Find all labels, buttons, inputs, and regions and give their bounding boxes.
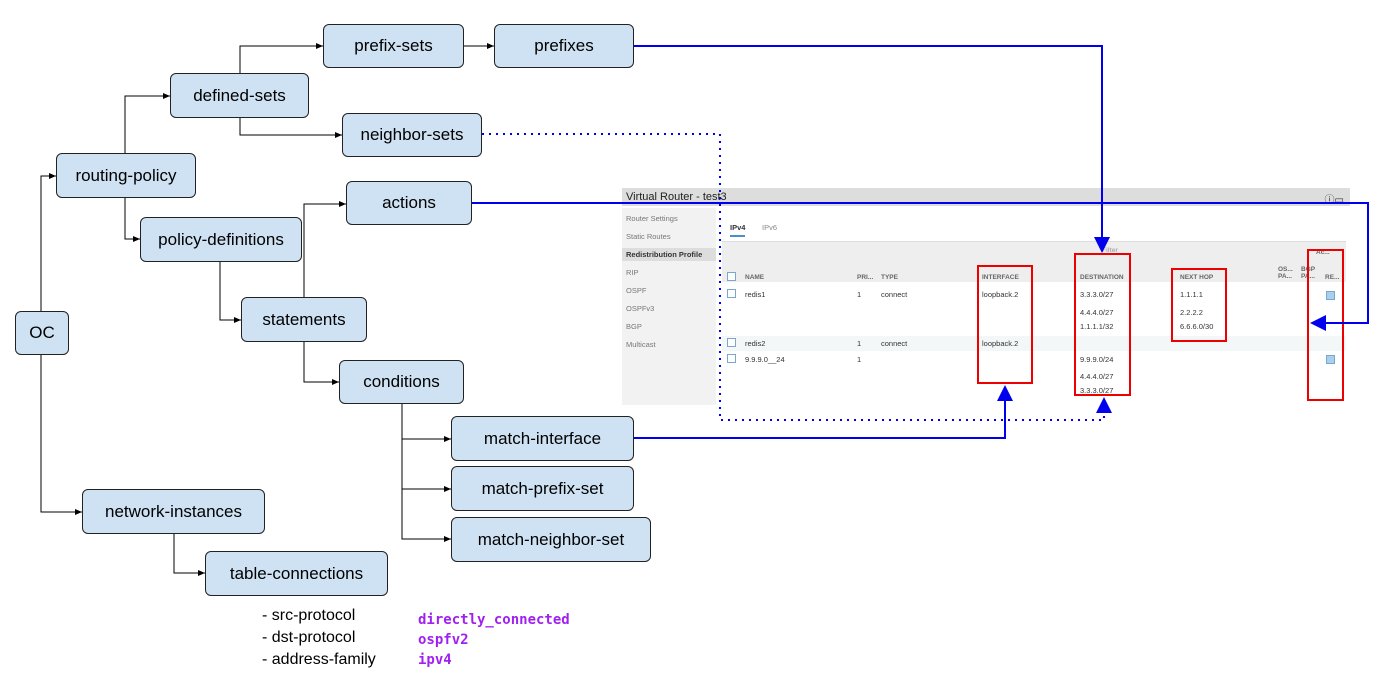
row-name: redis2 [745,339,766,348]
edge-ds-prefix-sets [239,43,323,73]
row-type: connect [881,290,908,299]
col-type[interactable]: TYPE [881,274,898,281]
node-policy-definitions: policy-definitions [140,217,302,262]
node-defined-sets: defined-sets [170,73,309,118]
node-match-interface: match-interface [451,416,634,461]
row-destination: 3.3.3.0/27 [1080,386,1114,395]
arrow-match-interface-to-interface [634,385,1013,439]
row-interface: loopback.2 [982,290,1019,299]
help-icon: ⓘ▭ [1324,195,1344,206]
highlight-next-hop [1171,268,1227,342]
sidebar-item-rip[interactable]: RIP [626,268,639,277]
node-actions: actions [346,181,472,225]
node-match-neighbor-set: match-neighbor-set [451,517,651,562]
note-src-protocol: - src-protocol [262,607,356,624]
col-os-pa[interactable]: OS... PA... [1278,266,1293,280]
col-name[interactable]: NAME [745,274,765,281]
node-network-instances: network-instances [82,489,265,534]
row-destination: 1.1.1.1/32 [1080,322,1114,331]
value-src-protocol: directly_connected [418,612,570,628]
row-destination: 4.4.4.0/27 [1080,372,1114,381]
tab-ipv4[interactable]: IPv4 [730,223,746,237]
node-routing-policy: routing-policy [56,153,196,198]
edge-st-actions [303,201,346,297]
row-priority: 1 [857,290,862,299]
row-type: connect [881,339,908,348]
sidebar-item-router-settings[interactable]: Router Settings [626,214,678,223]
edge-rp-policy-definitions [124,198,140,242]
arrow-neighbor-sets-to-destination [482,133,1112,421]
edge-ni-table-connections [173,534,205,576]
arrow-prefixes-to-destination [634,45,1110,253]
edge-rp-defined-sets [124,93,170,153]
sidebar: Router Settings Static Routes Redistribu… [622,208,716,405]
edge-ds-neighbor-sets [239,118,342,138]
row-next-hop: 2.2.2.2 [1180,308,1203,317]
node-conditions: conditions [339,360,464,404]
node-prefixes: prefixes [494,24,634,68]
node-match-prefix-set: match-prefix-set [451,466,634,511]
group-action: Ac... [1316,249,1330,256]
row-name: 9.9.9.0__24 [745,355,785,364]
tab-ipv6[interactable]: IPv6 [762,223,778,232]
row-checkbox[interactable] [727,338,736,347]
row-destination: 3.3.3.0/27 [1080,290,1114,299]
node-neighbor-sets: neighbor-sets [342,113,482,157]
sidebar-item-bgp[interactable]: BGP [626,322,642,331]
sidebar-item-ospfv3[interactable]: OSPFv3 [626,304,655,313]
sidebar-item-static-routes[interactable]: Static Routes [626,232,671,241]
value-address-family: ipv4 [418,652,452,668]
note-address-family: - address-family [262,651,376,668]
node-statements: statements [241,297,367,342]
sidebar-item-redistribution-profile[interactable]: Redistribution Profile [622,248,716,261]
edge-pd-statements [219,262,241,323]
col-redist[interactable]: RE... [1325,274,1340,281]
highlight-redist [1307,249,1344,401]
col-destination[interactable]: DESTINATION [1080,274,1124,281]
arrow-actions-to-redist [472,202,1369,331]
value-dst-protocol: ospfv2 [418,632,469,648]
row-checkbox[interactable] [727,354,736,363]
row-next-hop: 1.1.1.1 [1180,290,1203,299]
col-next-hop[interactable]: NEXT HOP [1180,274,1214,281]
row-destination: 4.4.4.0/27 [1080,308,1114,317]
edge-oc-network-instances [40,355,82,515]
col-interface[interactable]: INTERFACE [982,274,1019,281]
highlight-interface [977,265,1033,384]
row-checkbox[interactable] [727,289,736,298]
row-name: redis1 [745,290,766,299]
highlight-destination [1074,253,1131,396]
col-priority[interactable]: PRI... [857,274,874,281]
row-interface: loopback.2 [982,339,1019,348]
redist-checkbox-checked[interactable] [1326,355,1335,364]
edge-st-conditions [303,342,339,385]
edge-cond-match-neighbor-set [401,439,451,542]
row-priority: 1 [857,355,862,364]
edge-oc-routing-policy [40,173,56,311]
row-destination: 9.9.9.0/24 [1080,355,1114,364]
redist-checkbox-checked[interactable] [1326,291,1335,300]
window-title: Virtual Router - test3 [622,188,1350,206]
select-all-checkbox[interactable] [727,272,736,281]
node-table-connections: table-connections [205,551,388,596]
row-priority: 1 [857,339,862,348]
table-header [722,241,1346,282]
node-oc: OC [15,311,69,355]
row-next-hop: 6.6.6.0/30 [1180,322,1214,331]
node-prefix-sets: prefix-sets [323,24,464,68]
sidebar-item-ospf[interactable]: OSPF [626,286,647,295]
sidebar-item-multicast[interactable]: Multicast [626,340,656,349]
note-dst-protocol: - dst-protocol [262,629,356,646]
table-row-alt [722,336,1346,351]
